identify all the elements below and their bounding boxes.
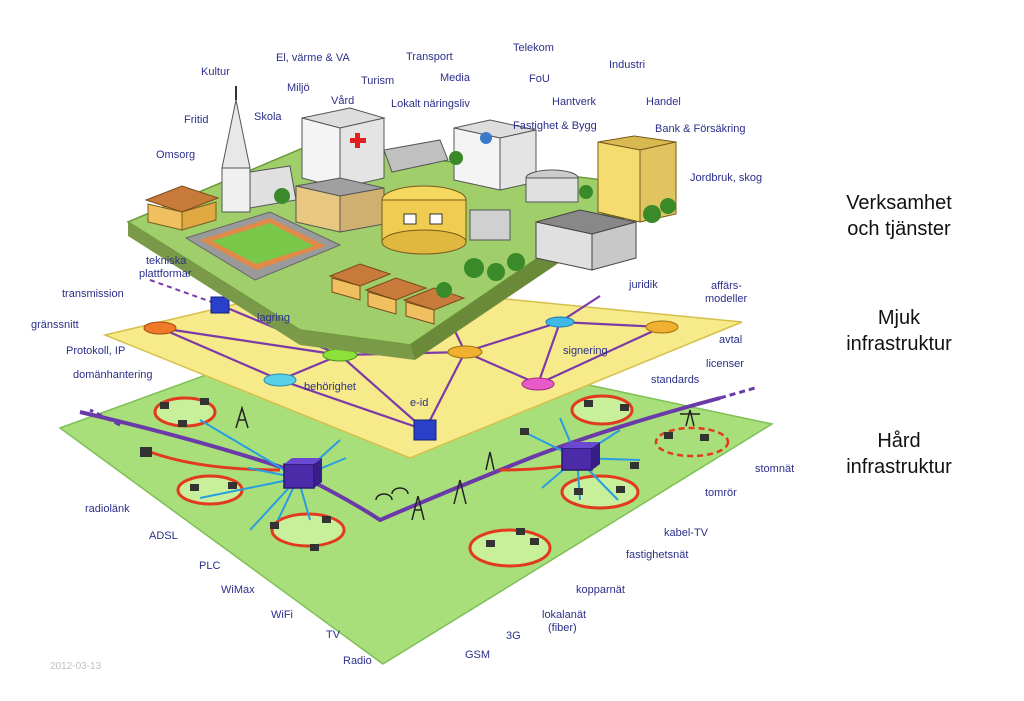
label-transmission: transmission	[62, 288, 124, 300]
label-tomror: tomrör	[705, 487, 737, 499]
label-media: Media	[440, 72, 470, 84]
hard-title-line1: Hård	[814, 428, 984, 454]
label-lagring: lagring	[257, 312, 290, 324]
label-skola: Skola	[254, 111, 282, 123]
label-bank-forsakring: Bank & Försäkring	[655, 123, 745, 135]
label-transport: Transport	[406, 51, 453, 63]
label-fiber: (fiber)	[548, 622, 577, 634]
label-turism: Turism	[361, 75, 394, 87]
label-handel: Handel	[646, 96, 681, 108]
label-radio: Radio	[343, 655, 372, 667]
ring-network	[470, 530, 550, 566]
label-stomnat: stomnät	[755, 463, 794, 475]
label-miljo: Miljö	[287, 82, 310, 94]
services-title-line2: och tjänster	[814, 216, 984, 242]
label-standards: standards	[651, 374, 699, 386]
label-licenser: licenser	[706, 358, 744, 370]
label-radiolank: radiolänk	[85, 503, 130, 515]
label-juridik: juridik	[629, 279, 658, 291]
footer-date: 2012-03-13	[50, 661, 101, 672]
label-fastighetsnat: fastighetsnät	[626, 549, 688, 561]
network-hub-right	[562, 442, 600, 470]
label-industri: Industri	[609, 59, 645, 71]
label-el-varme-va: El, värme & VA	[276, 52, 350, 64]
label-kultur: Kultur	[201, 66, 230, 78]
layer-title-hard: Hård infrastruktur	[814, 428, 984, 480]
label-affars: affärs-	[711, 280, 742, 292]
label-tekniska: tekniska	[146, 255, 186, 267]
ring-network	[272, 514, 344, 546]
label-lokalt-naringsliv: Lokalt näringsliv	[391, 98, 470, 110]
label-hantverk: Hantverk	[552, 96, 596, 108]
services-title-line1: Verksamhet	[814, 190, 984, 216]
label-3g: 3G	[506, 630, 521, 642]
label-e-id: e-id	[410, 397, 428, 409]
label-behorighet: behörighet	[304, 381, 356, 393]
label-telekom: Telekom	[513, 42, 554, 54]
label-lokalanat: lokalanät	[542, 609, 586, 621]
label-plc: PLC	[199, 560, 220, 572]
arena-building	[382, 186, 466, 254]
label-tv: TV	[326, 629, 340, 641]
label-gransnitt: gränssnitt	[31, 319, 79, 331]
layer-title-services: Verksamhet och tjänster	[814, 190, 984, 242]
hospital-building	[302, 108, 384, 188]
label-fritid: Fritid	[184, 114, 208, 126]
label-adsl: ADSL	[149, 530, 178, 542]
label-kabel-tv: kabel-TV	[664, 527, 708, 539]
ring-network	[178, 476, 242, 504]
soft-title-line2: infrastruktur	[814, 331, 984, 357]
label-signering: signering	[563, 345, 608, 357]
label-domanhantering: domänhantering	[73, 369, 153, 381]
soft-title-line1: Mjuk	[814, 305, 984, 331]
label-modeller: modeller	[705, 293, 747, 305]
label-plattformar: plattformar	[139, 268, 192, 280]
label-jordbruk-skog: Jordbruk, skog	[690, 172, 762, 184]
label-protokoll-ip: Protokoll, IP	[66, 345, 125, 357]
label-avtal: avtal	[719, 334, 742, 346]
network-hub-left	[284, 458, 322, 488]
label-gsm: GSM	[465, 649, 490, 661]
label-kopparnat: kopparnät	[576, 584, 625, 596]
hard-title-line2: infrastruktur	[814, 454, 984, 480]
label-fou: FoU	[529, 73, 550, 85]
label-fastighet-bygg: Fastighet & Bygg	[513, 120, 597, 132]
label-wimax: WiMax	[221, 584, 255, 596]
layer-title-soft: Mjuk infrastruktur	[814, 305, 984, 357]
label-vard: Vård	[331, 95, 354, 107]
label-omsorg: Omsorg	[156, 149, 195, 161]
label-wifi: WiFi	[271, 609, 293, 621]
